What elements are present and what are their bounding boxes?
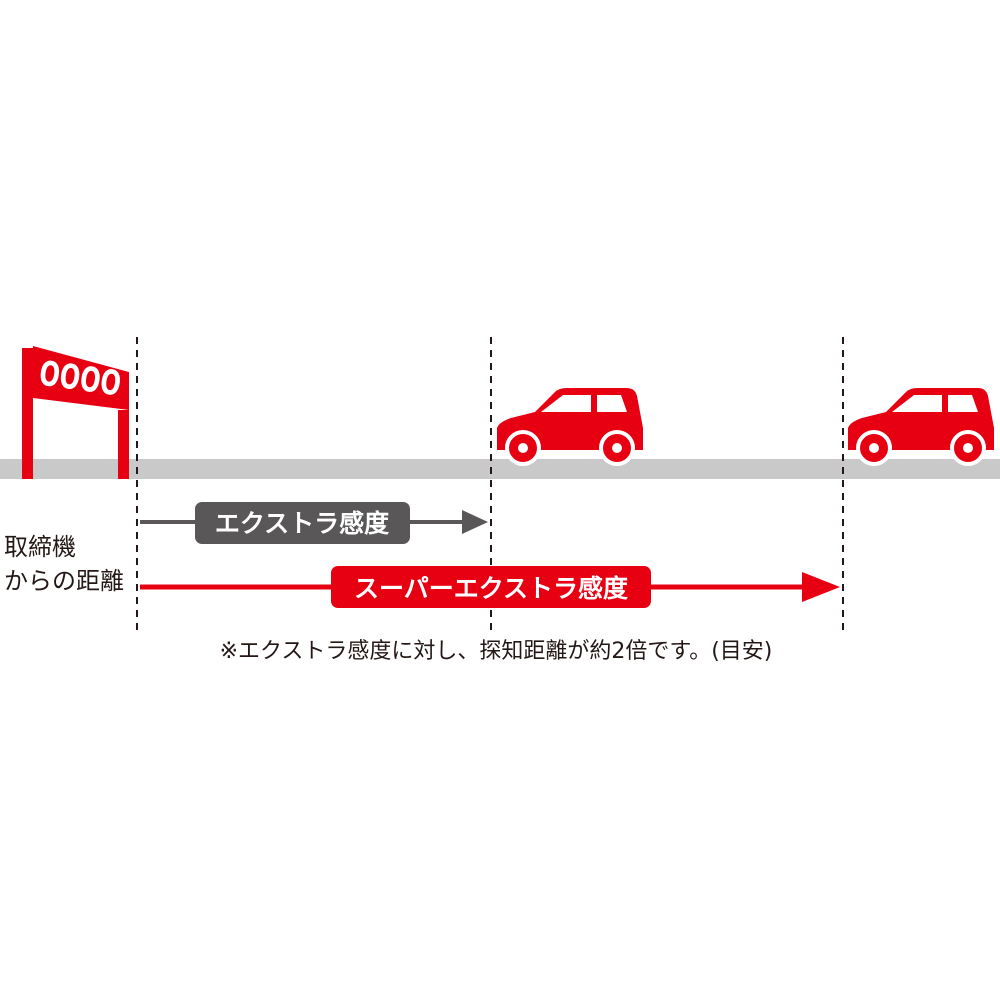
extra-label-box bbox=[195, 502, 410, 544]
road bbox=[0, 459, 1000, 479]
car-icon bbox=[497, 388, 643, 466]
super-extra-label-box bbox=[331, 566, 651, 608]
axis-label-line2: からの距離 bbox=[4, 567, 124, 595]
footnote: ※エクストラ感度に対し、探知距離が約2倍です。(目安) bbox=[220, 639, 773, 664]
car-icon bbox=[848, 388, 994, 466]
extra-range-arrow: エクストラ感度 bbox=[140, 502, 488, 544]
roadside-sign-icon: OOOO bbox=[22, 346, 129, 479]
super-extra-range-arrow: スーパーエクストラ感度 bbox=[140, 566, 840, 608]
axis-label-line1: 取締機 bbox=[4, 533, 76, 561]
extra-label: エクストラ感度 bbox=[215, 509, 389, 538]
super-extra-label: スーパーエクストラ感度 bbox=[354, 574, 628, 603]
